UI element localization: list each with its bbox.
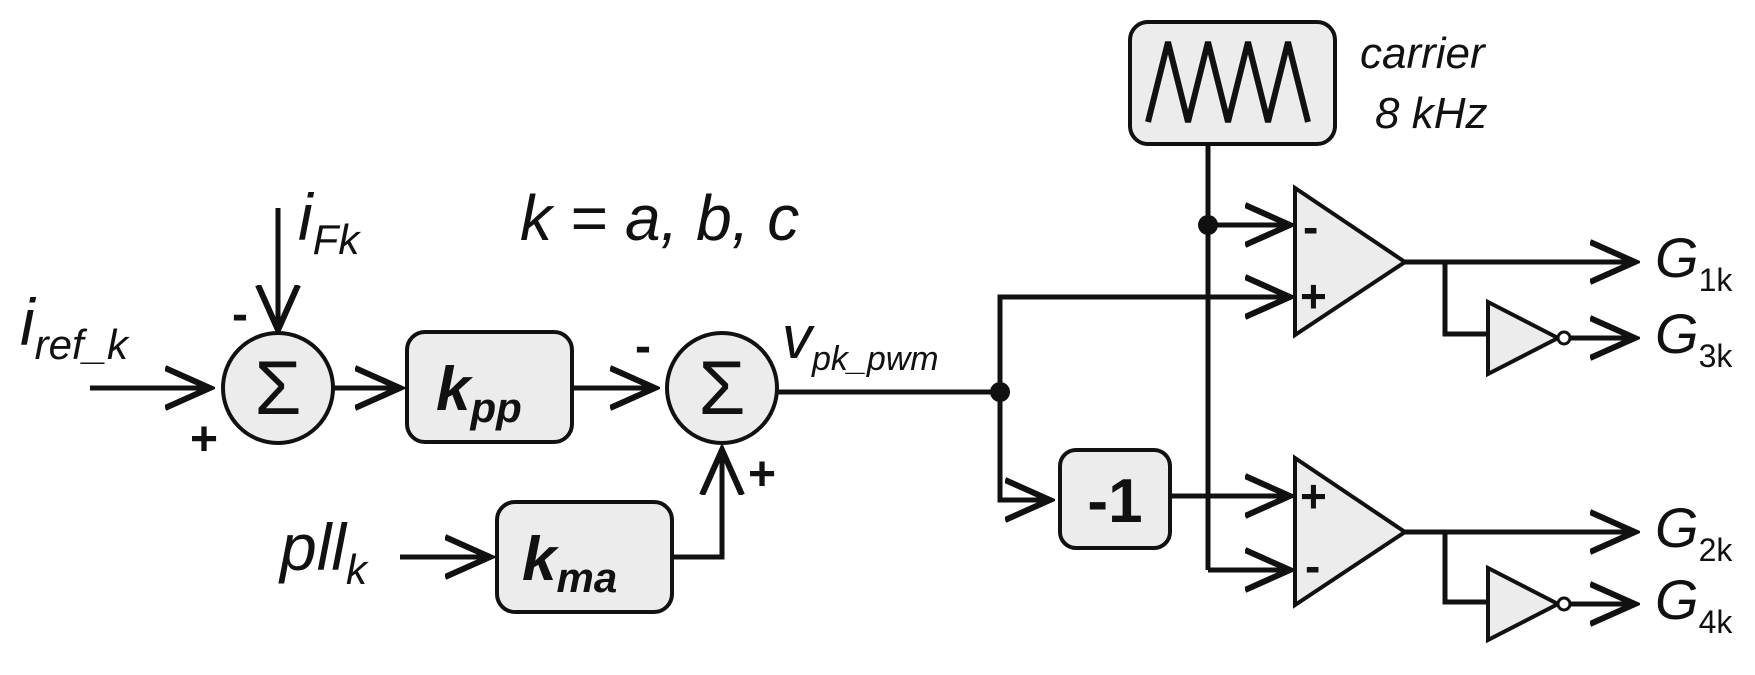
input-pll-sub: k — [346, 546, 369, 593]
comparator-bottom-plus: + — [1300, 470, 1327, 522]
gain-kpp-label: kpp — [436, 355, 522, 431]
sum2-symbol: Σ — [699, 346, 746, 431]
output-g4k-main: G — [1655, 568, 1699, 631]
output-g1k-main: G — [1655, 226, 1699, 289]
inverter-top — [1486, 298, 1563, 378]
summing-junction-2 — [665, 331, 779, 445]
wire-comp-bottom-inverter — [1442, 532, 1488, 605]
legend-text: k = a, b, c — [520, 182, 799, 254]
output-g1k: G1k — [1655, 226, 1733, 298]
inverter-bottom — [1486, 564, 1563, 644]
output-g3k: G3k — [1655, 302, 1733, 374]
gain-kpp-sub: pp — [469, 384, 521, 431]
triangle-wave-icon — [1145, 41, 1311, 123]
input-iref-sub: ref_k — [35, 321, 130, 368]
sum1-minus-sign: - — [232, 288, 248, 341]
comparator-bottom — [1293, 454, 1409, 609]
gain-neg-block — [1058, 448, 1172, 550]
comparator-top-plus: + — [1300, 270, 1327, 322]
wire-comp-top-inverter — [1442, 262, 1488, 337]
output-g4k: G4k — [1655, 568, 1733, 640]
input-ifk-main: i — [298, 180, 315, 254]
output-g4k-sub: 4k — [1699, 604, 1734, 640]
input-ifk-label: iFk — [298, 180, 361, 263]
output-g3k-sub: 3k — [1699, 338, 1734, 374]
input-iref-label: iref_k — [20, 285, 130, 368]
comparator-top-minus: - — [1303, 201, 1318, 253]
input-iref-main: i — [20, 285, 37, 359]
sum1-plus-sign: + — [190, 413, 218, 466]
output-g2k-sub: 2k — [1699, 532, 1734, 568]
output-g3k-main: G — [1655, 302, 1699, 365]
sum2-minus-sign: - — [635, 320, 651, 373]
comparator-top — [1293, 184, 1409, 339]
input-ifk-sub: Fk — [313, 216, 362, 263]
input-pll-main: pll — [278, 510, 348, 584]
carrier-label: carrier — [1360, 29, 1487, 78]
signal-vpk-main: v — [782, 304, 815, 371]
sum2-plus-sign: + — [748, 448, 776, 501]
comparator-bottom-minus: - — [1305, 540, 1320, 592]
gain-kma-label: kma — [522, 525, 617, 601]
wire-vpk-comp-top — [997, 297, 1290, 392]
wire-kma-sum2 — [672, 450, 722, 560]
gain-kma-main: k — [522, 525, 560, 594]
carrier-frequency: 8 kHz — [1375, 89, 1487, 138]
sum1-symbol: Σ — [255, 346, 302, 431]
inverter-top-bubble — [1556, 330, 1572, 346]
output-g2k-main: G — [1655, 496, 1699, 559]
gain-kma-sub: ma — [556, 554, 617, 601]
wire-vpk-neg — [997, 392, 1050, 500]
signal-vpk-label: vpk_pwm — [782, 304, 939, 378]
output-g2k: G2k — [1655, 496, 1733, 568]
gain-neg-label: -1 — [1087, 467, 1142, 536]
signal-vpk-sub: pk_pwm — [811, 340, 939, 378]
input-pll-label: pllk — [278, 510, 369, 593]
inverter-bottom-bubble — [1556, 596, 1572, 612]
output-g1k-sub: 1k — [1699, 262, 1734, 298]
gain-kpp-main: k — [436, 355, 474, 424]
